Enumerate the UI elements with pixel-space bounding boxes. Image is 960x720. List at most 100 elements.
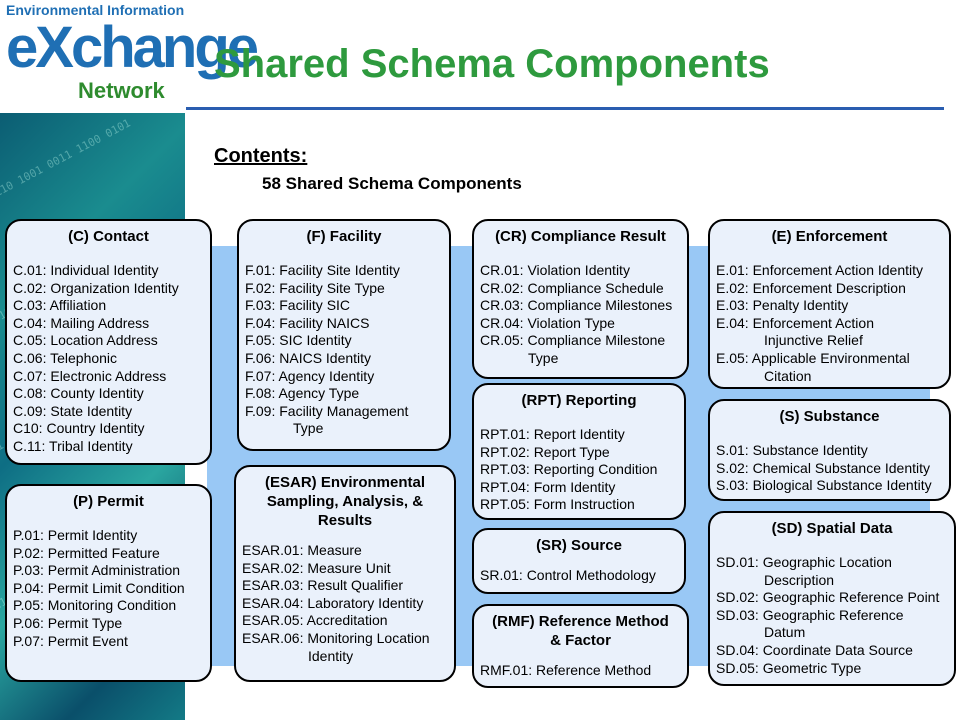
list-item: CR.05: Compliance Milestone [480, 332, 666, 349]
list-item: P.07: Permit Event [13, 632, 128, 649]
facility-box: (F) Facility F.01: Facility Site Identit… [237, 219, 451, 451]
list-item-continuation: Citation [764, 367, 812, 384]
list-item: CR.04: Violation Type [480, 314, 615, 331]
spatial-data-box: (SD) Spatial Data SD.01: Geographic Loca… [708, 511, 956, 686]
list-item: RPT.01: Report Identity [480, 426, 625, 442]
list-item: C10: Country Identity [13, 420, 145, 437]
list-item: ESAR.06: Monitoring Location [242, 629, 430, 646]
list-item: C.08: County Identity [13, 385, 144, 402]
reporting-box-header: (RPT) Reporting [521, 392, 637, 409]
list-item: C.03: Affiliation [13, 297, 107, 314]
logo-top-text: Environmental Information [6, 2, 185, 18]
list-item: P.05: Monitoring Condition [13, 597, 177, 614]
list-item: SD.01: Geographic Location [716, 554, 892, 570]
list-item: F.08: Agency Type [245, 385, 360, 402]
reference-method-box-header: (RMF) Reference Method & Factor [480, 612, 681, 650]
contents-heading: Contents: [214, 145, 308, 167]
list-item: F.06: NAICS Identity [245, 349, 372, 366]
list-item: RPT.03: Reporting Condition [480, 461, 658, 478]
list-item: RPT.02: Report Type [480, 443, 610, 460]
list-item: C.04: Mailing Address [13, 314, 150, 331]
decorative-code-text: 0110 1001 0011 1100 0101 [0, 116, 133, 203]
list-item: ESAR.04: Laboratory Identity [242, 594, 424, 611]
list-item: CR.01: Violation Identity [480, 262, 630, 278]
page-title: Shared Schema Components [214, 42, 770, 86]
list-item: S.02: Chemical Substance Identity [716, 459, 931, 476]
list-item: RMF.01: Reference Method [480, 662, 652, 678]
list-item: P.02: Permitted Feature [13, 544, 160, 561]
source-box: (SR) Source SR.01: Control Methodology [472, 528, 686, 594]
rmf-header-line: (RMF) Reference Method [492, 613, 669, 630]
list-item: S.01: Substance Identity [716, 442, 868, 458]
logo-main-text: eXchange [6, 15, 259, 80]
list-item: RPT.04: Form Identity [480, 478, 616, 495]
substance-box: (S) Substance S.01: Substance Identity S… [708, 399, 951, 501]
permit-box-header: (P) Permit [73, 493, 144, 510]
list-item: SD.05: Geometric Type [716, 659, 862, 676]
list-item: E.05: Applicable Environmental [716, 349, 910, 366]
list-item: E.04: Enforcement Action [716, 314, 874, 331]
list-item: C.06: Telephonic [13, 349, 118, 366]
title-divider [186, 107, 944, 110]
list-item: F.05: SIC Identity [245, 332, 352, 349]
list-item: P.01: Permit Identity [13, 527, 138, 543]
substance-box-header: (S) Substance [779, 408, 880, 425]
list-item: CR.03: Compliance Milestones [480, 297, 673, 314]
list-item: C.02: Organization Identity [13, 279, 179, 296]
list-item-continuation: Datum [764, 624, 806, 641]
exchange-network-logo: Environmental Information eXchange Netwo… [2, 0, 259, 110]
list-item: ESAR.01: Measure [242, 542, 362, 558]
list-item: E.02: Enforcement Description [716, 279, 906, 296]
list-item-continuation: Type [528, 349, 559, 366]
reference-method-box: (RMF) Reference Method & Factor RMF.01: … [472, 604, 689, 688]
list-item: C.05: Location Address [13, 332, 158, 349]
list-item-continuation: Injunctive Relief [764, 332, 863, 349]
list-item: F.02: Facility Site Type [245, 279, 385, 296]
esar-header-line: (ESAR) Environmental [264, 474, 426, 491]
source-box-header: (SR) Source [536, 537, 622, 554]
list-item: ESAR.03: Result Qualifier [242, 577, 404, 594]
facility-box-header: (F) Facility [306, 228, 382, 245]
list-item: P.06: Permit Type [13, 614, 123, 631]
list-item: ESAR.02: Measure Unit [242, 559, 391, 576]
list-item: C.09: State Identity [13, 402, 133, 419]
spatial-data-box-header: (SD) Spatial Data [771, 520, 893, 537]
list-item: CR.02: Compliance Schedule [480, 279, 664, 296]
list-item: S.03: Biological Substance Identity [716, 477, 932, 494]
enforcement-box-header: (E) Enforcement [771, 228, 888, 245]
list-item: RPT.05: Form Instruction [480, 496, 635, 513]
list-item: C.11: Tribal Identity [13, 437, 133, 454]
list-item: SD.03: Geographic Reference [716, 606, 904, 623]
permit-box: (P) Permit P.01: Permit Identity P.02: P… [5, 484, 212, 682]
list-item: F.01: Facility Site Identity [245, 262, 400, 278]
esar-box-header: (ESAR) Environmental Sampling, Analysis,… [242, 473, 448, 530]
list-item: F.07: Agency Identity [245, 367, 375, 384]
esar-header-line: Sampling, Analysis, & [266, 493, 424, 510]
compliance-result-box-header: (CR) Compliance Result [495, 228, 666, 245]
logo-bottom-text: Network [78, 78, 165, 103]
list-item: ESAR.05: Accreditation [242, 612, 388, 629]
list-item: E.01: Enforcement Action Identity [716, 262, 924, 278]
list-item: C.01: Individual Identity [13, 262, 159, 278]
compliance-result-box: (CR) Compliance Result CR.01: Violation … [472, 219, 689, 379]
list-item: P.03: Permit Administration [13, 562, 181, 579]
list-item-continuation: Identity [308, 647, 354, 664]
list-item: C.07: Electronic Address [13, 367, 167, 384]
list-item: F.03: Facility SIC [245, 297, 351, 314]
list-item: F.09: Facility Management [245, 402, 409, 419]
list-item-continuation: Description [764, 571, 835, 588]
list-item-continuation: Type [293, 420, 324, 437]
list-item: E.03: Penalty Identity [716, 297, 849, 314]
reporting-box: (RPT) Reporting RPT.01: Report Identity … [472, 383, 686, 520]
contact-box: (C) Contact C.01: Individual Identity C.… [5, 219, 212, 465]
rmf-header-line: & Factor [550, 632, 611, 649]
list-item: SD.02: Geographic Reference Point [716, 589, 940, 606]
esar-box: (ESAR) Environmental Sampling, Analysis,… [234, 465, 456, 682]
list-item: F.04: Facility NAICS [245, 314, 370, 331]
esar-header-line: Results [317, 512, 373, 529]
list-item: SD.04: Coordinate Data Source [716, 641, 913, 658]
contents-summary: 58 Shared Schema Components [262, 174, 522, 193]
contact-box-header: (C) Contact [68, 228, 149, 245]
list-item: SR.01: Control Methodology [480, 567, 656, 583]
list-item: P.04: Permit Limit Condition [13, 579, 185, 596]
